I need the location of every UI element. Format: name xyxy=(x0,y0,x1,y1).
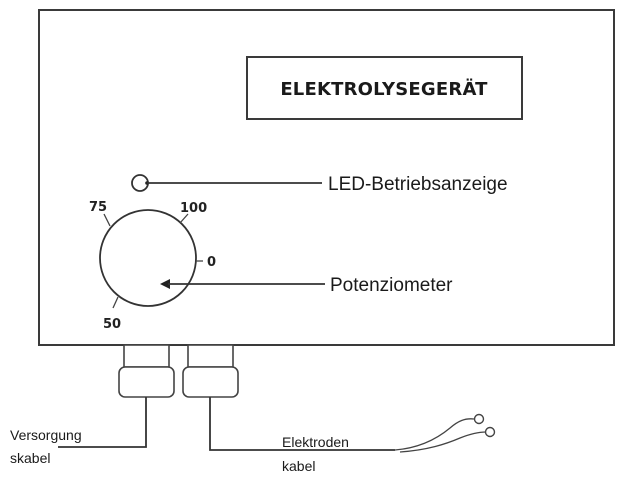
supply-cable xyxy=(58,397,147,448)
electrode-cable-label-line1: Elektroden xyxy=(282,434,349,450)
potentiometer-dial xyxy=(99,209,197,307)
title-plate xyxy=(246,56,523,120)
dial-tick-75 xyxy=(103,213,111,227)
electrode-tip-1 xyxy=(473,413,485,425)
led-callout-label: LED-Betriebsanzeige xyxy=(328,174,508,195)
device-title: ELEKTROLYSEGERÄT xyxy=(280,78,488,100)
potentiometer-arrow-icon xyxy=(160,279,170,289)
potentiometer-callout-label: Potenziometer xyxy=(330,275,453,296)
electrode-wire-2 xyxy=(399,431,487,453)
electrode-tip-2 xyxy=(484,426,496,438)
electrode-cable xyxy=(209,397,395,451)
supply-cable-label-line1: Versorgung xyxy=(10,427,82,443)
electrode-cable-label-line2: kabel xyxy=(282,458,315,474)
dial-scale-100: 100 xyxy=(180,201,207,216)
dial-scale-75: 75 xyxy=(89,200,107,215)
dial-tick-50 xyxy=(112,296,119,309)
supply-cable-gland xyxy=(118,344,175,398)
dial-tick-100 xyxy=(179,213,189,224)
supply-cable-label-line2: skabel xyxy=(10,450,50,466)
dial-scale-0: 0 xyxy=(207,255,216,270)
electrode-cable-gland xyxy=(182,344,239,398)
electrode-wire-1 xyxy=(394,418,475,451)
dial-scale-50: 50 xyxy=(103,317,121,332)
